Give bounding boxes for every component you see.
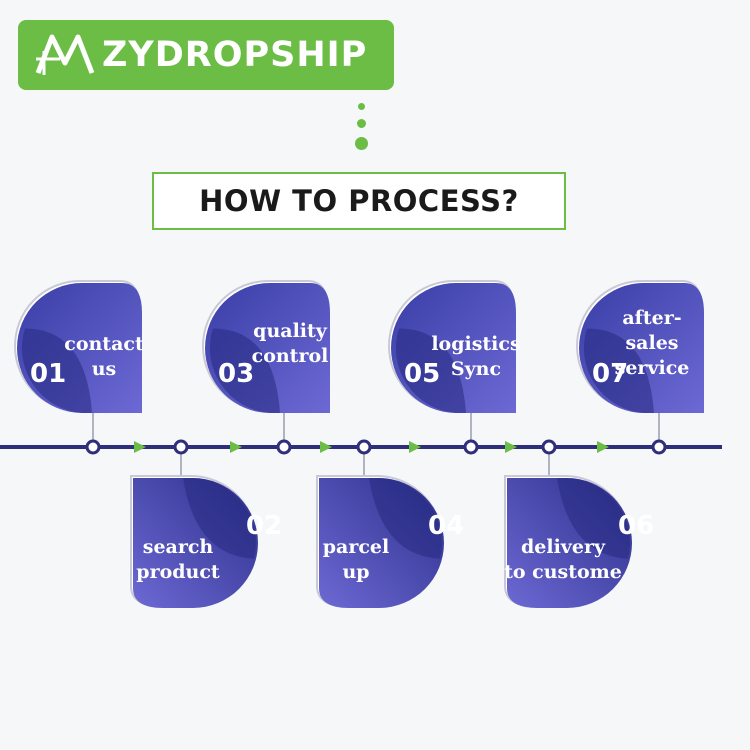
connector-dot bbox=[357, 119, 366, 128]
page-title: HOW TO PROCESS? bbox=[199, 184, 519, 218]
process-step-07: 07 after-sales service bbox=[576, 280, 704, 455]
step-number: 07 bbox=[592, 359, 628, 389]
timeline-node bbox=[173, 439, 189, 455]
petal-accent bbox=[395, 328, 466, 413]
process-step-04: 04 parcel up bbox=[316, 439, 464, 608]
step-label-line: service bbox=[615, 357, 690, 379]
step-label-line: after- bbox=[622, 307, 681, 329]
step-label-line: product bbox=[136, 561, 220, 583]
brand-logo: ZYDROPSHIP bbox=[18, 20, 394, 90]
step-label-line: us bbox=[92, 358, 117, 380]
timeline-arrow-icon bbox=[409, 441, 421, 453]
petal-accent bbox=[209, 328, 280, 413]
timeline-arrow-icon bbox=[134, 441, 146, 453]
petal-accent bbox=[183, 478, 256, 559]
step-label-line: quality bbox=[253, 320, 328, 342]
step-number: 01 bbox=[30, 359, 66, 389]
timeline-node bbox=[541, 439, 557, 455]
step-number: 02 bbox=[246, 511, 282, 541]
timeline-node bbox=[651, 439, 667, 455]
step-number: 05 bbox=[404, 359, 440, 389]
title-box: HOW TO PROCESS? bbox=[152, 172, 566, 230]
step-label-line: up bbox=[342, 561, 369, 583]
step-label-line: logistics bbox=[431, 333, 520, 355]
timeline-arrow-icon bbox=[320, 441, 332, 453]
timeline-node bbox=[463, 439, 479, 455]
timeline-arrow-icon bbox=[597, 441, 609, 453]
timeline-arrow-icon bbox=[505, 441, 517, 453]
petal-accent bbox=[557, 478, 630, 559]
petal-accent bbox=[369, 478, 442, 559]
process-step-03: 03 quality control bbox=[202, 280, 330, 455]
timeline-node bbox=[276, 439, 292, 455]
step-label-line: control bbox=[252, 345, 329, 367]
process-step-01: 01 contact us bbox=[14, 280, 144, 455]
step-label-line: sales bbox=[625, 332, 678, 354]
process-step-06: 06 delivery to custome bbox=[504, 439, 654, 608]
connector-dot bbox=[355, 137, 368, 150]
petal-accent bbox=[583, 328, 654, 413]
brand-name: ZYDROPSHIP bbox=[102, 34, 368, 75]
timeline-node bbox=[356, 439, 372, 455]
zm-monogram-icon bbox=[35, 34, 95, 75]
step-label-line: parcel bbox=[323, 536, 389, 558]
timeline-arrow-icon bbox=[230, 441, 242, 453]
step-number: 04 bbox=[428, 511, 464, 541]
step-label-line: delivery bbox=[521, 536, 606, 558]
step-label-line: contact bbox=[64, 333, 144, 355]
step-number: 06 bbox=[618, 511, 654, 541]
step-label-line: to custome bbox=[504, 561, 622, 583]
step-label-line: search bbox=[143, 536, 214, 558]
step-label-line: Sync bbox=[451, 358, 501, 380]
timeline-node bbox=[85, 439, 101, 455]
connector-dot bbox=[358, 103, 365, 110]
step-number: 03 bbox=[218, 359, 254, 389]
petal-accent bbox=[21, 328, 93, 413]
process-step-02: 02 search product bbox=[130, 439, 282, 608]
